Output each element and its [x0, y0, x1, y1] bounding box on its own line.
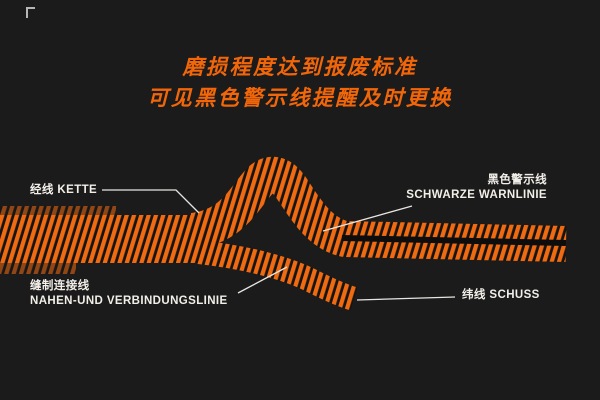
webbing-fray-top: [0, 206, 116, 216]
label-warnlinie: 黑色警示线 SCHWARZE WARNLINIE: [406, 173, 547, 203]
title-line-1: 磨损程度达到报废标准: [182, 56, 418, 79]
leader-line-warnlinie: [322, 205, 413, 232]
webbing-bottom-ply: [196, 240, 358, 311]
title-line-2: 可见黑色警示线提醒及时更换: [147, 87, 453, 110]
black-warning-line: [341, 235, 567, 246]
label-kette-zh: 经线: [30, 184, 54, 196]
label-kette-de: KETTE: [57, 184, 98, 196]
label-schuss-zh: 纬线: [462, 289, 486, 301]
label-seam-de: NAHEN-UND VERBINDUNGSLINIE: [30, 295, 228, 307]
label-warnlinie-de: SCHWARZE WARNLINIE: [406, 189, 547, 201]
corner-mark: [26, 7, 35, 18]
label-seam: 缝制连接线 NAHEN-UND VERBINDUNGSLINIE: [30, 279, 228, 309]
label-schuss-de: SCHUSS: [489, 289, 540, 301]
label-schuss: 纬线 SCHUSS: [462, 288, 540, 303]
leader-line-seam: [237, 266, 288, 294]
leader-line-schuss: [356, 296, 456, 301]
label-warnlinie-zh: 黑色警示线: [487, 174, 547, 186]
page-title: 磨损程度达到报废标准 可见黑色警示线提醒及时更换: [0, 52, 600, 114]
webbing-fray-bottom: [0, 262, 76, 274]
label-kette: 经线 KETTE: [30, 183, 97, 198]
label-seam-zh: 缝制连接线: [30, 280, 90, 292]
webbing-top-ply: [189, 156, 567, 262]
leader-line-kette: [102, 189, 200, 214]
